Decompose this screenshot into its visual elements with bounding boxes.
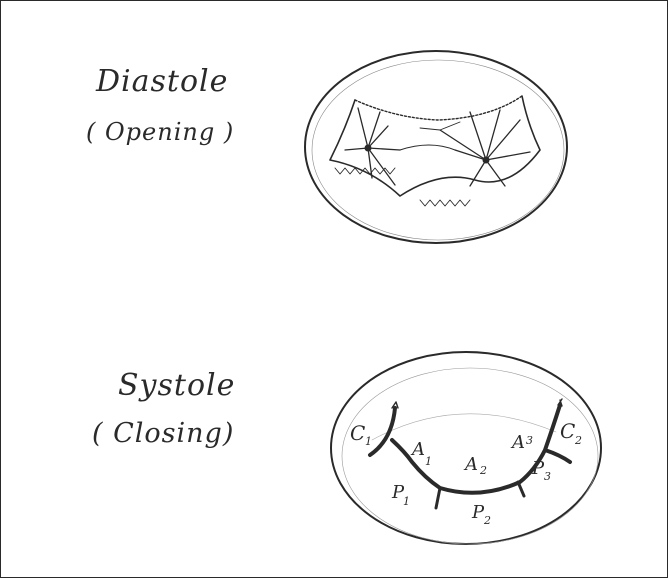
systole-scallop-notch-right <box>518 482 524 496</box>
label-p2-sub: 2 <box>483 514 491 527</box>
label-a3-sub: 3 <box>526 434 533 447</box>
label-a2: A <box>463 454 478 475</box>
systole-scallop-notch-left <box>436 488 440 508</box>
label-c2-sub: 2 <box>574 434 582 447</box>
systole-segment-labels: C 1 A 1 A 2 A 3 C 2 P 1 P 2 P 3 <box>350 419 582 527</box>
diastole-valve <box>305 51 567 243</box>
label-p3: P <box>531 458 545 479</box>
systole-valve <box>331 352 601 544</box>
label-a2-sub: 2 <box>479 464 487 477</box>
label-a1-sub: 1 <box>425 455 432 468</box>
diastole-orifice-outline <box>330 96 540 196</box>
diastole-papillary-left <box>365 145 371 151</box>
diastole-orifice-upper-rim <box>355 96 522 120</box>
label-p2: P <box>471 502 485 523</box>
label-a1: A <box>410 439 425 460</box>
systole-annulus-outline <box>331 352 601 544</box>
diastole-lower-serration <box>335 168 470 206</box>
systole-coaptation-line <box>370 405 570 493</box>
label-p1-sub: 1 <box>403 495 410 508</box>
label-c1: C <box>350 421 365 445</box>
label-c1-sub: 1 <box>365 435 372 448</box>
label-p3-sub: 3 <box>544 470 551 483</box>
label-a3: A <box>510 432 525 453</box>
diastole-papillary-right <box>483 157 489 163</box>
label-c2: C <box>560 419 575 443</box>
diastole-annulus-outline <box>305 51 567 243</box>
